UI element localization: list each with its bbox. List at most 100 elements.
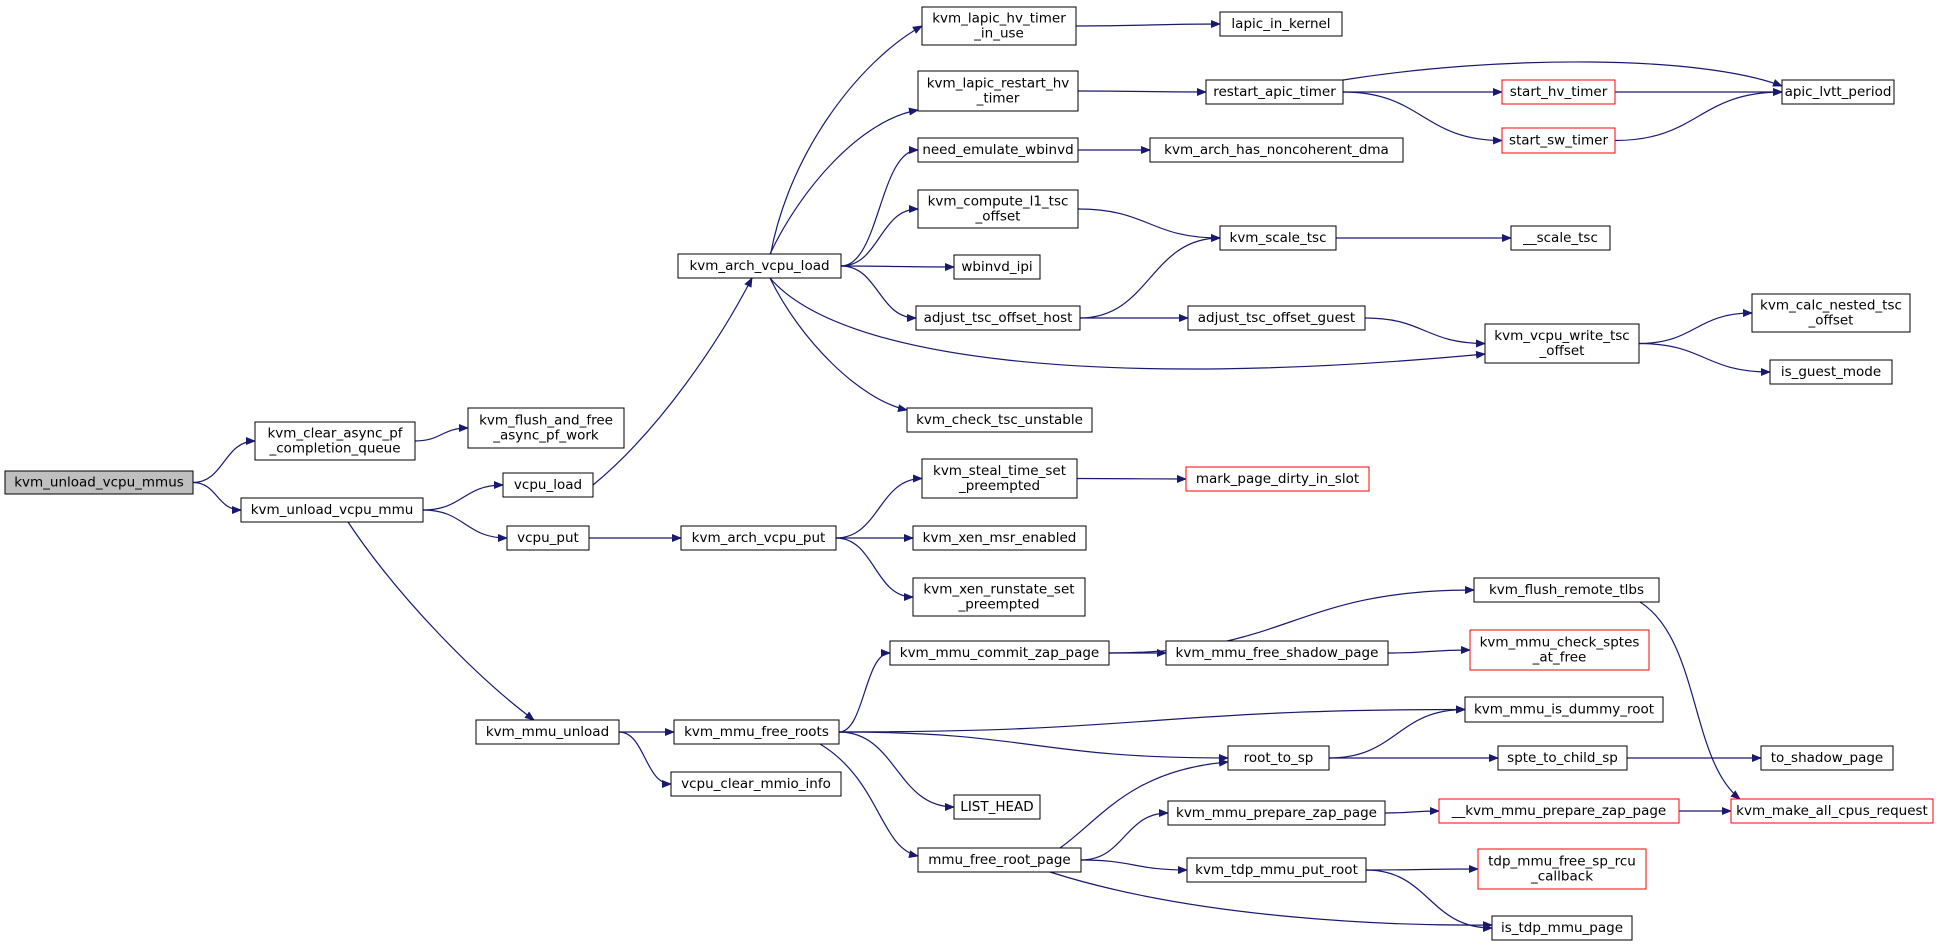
node-box [1510,225,1611,251]
call-edge [1077,87,1207,96]
graph-node[interactable]: mark_page_dirty_in_slot [1185,466,1370,492]
graph-node[interactable]: vcpu_clear_mmio_info [670,771,842,797]
graph-node[interactable]: wbinvd_ipi [953,254,1041,280]
graph-node[interactable]: kvm_mmu_prepare_zap_page [1167,800,1386,826]
graph-node[interactable]: root_to_sp [1227,745,1330,771]
graph-node[interactable]: kvm_tdp_mmu_put_root [1186,857,1367,883]
graph-node[interactable]: kvm_unload_vcpu_mmu [240,497,424,523]
graph-node[interactable]: kvm_flush_remote_tlbs [1473,577,1660,603]
node-box [1730,798,1934,824]
call-edge [1342,61,1783,87]
node-label: need_emulate_wbinvd [922,142,1073,158]
graph-node[interactable]: kvm_arch_vcpu_put [680,525,837,551]
call-edge [769,107,919,255]
graph-node[interactable]: tdp_mmu_free_sp_rcu_callback [1477,848,1647,890]
node-box [917,847,1082,873]
graph-node[interactable]: kvm_arch_has_noncoherent_dma [1149,137,1404,163]
graph-node[interactable]: kvm_check_tsc_unstable [906,407,1093,433]
graph-node[interactable]: __scale_tsc [1510,225,1611,251]
graph-node[interactable]: restart_apic_timer [1205,79,1344,105]
graph-node[interactable]: kvm_lapic_restart_hv_timer [917,70,1079,112]
graph-node[interactable]: kvm_clear_async_pf_completion_queue [254,421,416,461]
graph-node[interactable]: kvm_xen_runstate_set_preempted [912,577,1086,617]
call-edge [1342,91,1503,145]
node-label: _timer [976,91,1020,107]
node-label: root_to_sp [1244,750,1314,766]
call-edge [840,146,919,267]
node-label: kvm_mmu_prepare_zap_page [1176,805,1377,821]
node-box [254,421,416,461]
graph-node[interactable]: kvm_mmu_free_shadow_page [1165,640,1389,666]
graph-node[interactable]: kvm_calc_nested_tsc_offset [1751,293,1911,333]
graph-node[interactable]: kvm_unload_vcpu_mmus [4,470,194,495]
call-edge [835,474,923,539]
graph-node[interactable]: kvm_vcpu_write_tsc_offset [1484,323,1640,364]
node-box [1769,359,1893,385]
node-box [1760,745,1894,771]
graph-node[interactable]: kvm_mmu_is_dummy_root [1464,696,1664,723]
graph-node[interactable]: kvm_scale_tsc [1219,225,1337,251]
node-label: lapic_in_kernel [1231,16,1330,32]
graph-node[interactable]: vcpu_put [506,525,590,551]
node-box [670,771,842,797]
node-label: mmu_free_root_page [928,852,1071,868]
graph-node[interactable]: start_hv_timer [1501,79,1616,105]
node-box [1167,800,1386,826]
graph-node[interactable]: __kvm_mmu_prepare_zap_page [1438,798,1680,824]
graph-node[interactable]: vcpu_load [502,472,594,498]
graph-node[interactable]: kvm_mmu_check_sptes_at_free [1469,629,1650,671]
graph-node[interactable]: kvm_arch_vcpu_load [677,253,842,279]
graph-node[interactable]: apic_lvtt_period [1781,79,1895,105]
graph-node[interactable]: kvm_make_all_cpus_request [1730,798,1934,824]
node-box [1464,696,1664,723]
graph-node[interactable]: LIST_HEAD [953,794,1041,820]
node-label: kvm_compute_l1_tsc [928,194,1069,210]
node-label: adjust_tsc_offset_guest [1198,310,1355,326]
graph-node[interactable]: kvm_steal_time_set_preempted [921,458,1078,499]
node-box [917,70,1079,112]
node-box [475,719,620,745]
graph-node[interactable]: mmu_free_root_page [917,847,1082,873]
graph-node[interactable]: to_shadow_page [1760,745,1894,771]
call-edge [1076,474,1187,483]
node-box [912,525,1087,551]
graph-node[interactable]: start_sw_timer [1501,127,1616,154]
graph-node[interactable]: adjust_tsc_offset_host [915,305,1081,331]
node-label: kvm_clear_async_pf [267,426,403,442]
node-box [915,305,1081,331]
node-label: kvm_xen_msr_enabled [923,530,1077,546]
node-box [1477,848,1647,890]
graph-node[interactable]: is_guest_mode [1769,359,1893,385]
call-edge [1387,646,1471,655]
call-edge [592,277,753,486]
node-label: kvm_mmu_check_sptes [1480,635,1640,651]
node-box [953,254,1041,280]
graph-node[interactable]: kvm_lapic_hv_timer_in_use [921,6,1077,46]
node-label: kvm_vcpu_write_tsc [1494,328,1629,344]
node-label: vcpu_clear_mmio_info [681,776,831,792]
graph-node[interactable]: kvm_mmu_commit_zap_page [889,640,1110,666]
call-edge [414,424,469,442]
graph-node[interactable]: adjust_tsc_offset_guest [1187,305,1366,331]
node-label: spte_to_child_sp [1507,750,1618,766]
node-label: kvm_lapic_hv_timer [932,11,1066,27]
graph-node[interactable]: kvm_mmu_unload [475,719,620,745]
graph-node[interactable]: kvm_xen_msr_enabled [912,525,1087,551]
graph-node[interactable]: is_tdp_mmu_page [1491,915,1633,941]
graph-node[interactable]: kvm_flush_and_free_async_pf_work [467,407,625,449]
graph-node[interactable]: need_emulate_wbinvd [917,137,1079,163]
graph-node[interactable]: spte_to_child_sp [1497,745,1628,771]
graph-node[interactable]: kvm_mmu_free_roots [673,719,840,745]
graph-node[interactable]: lapic_in_kernel [1219,11,1343,37]
node-box [673,719,840,745]
node-box [1219,11,1343,37]
call-edge [838,649,891,733]
call-edge [618,731,672,788]
call-edge [1080,809,1169,861]
node-label: kvm_lapic_restart_hv [927,76,1070,92]
graph-node[interactable]: kvm_compute_l1_tsc_offset [917,189,1079,229]
node-box [1501,127,1616,154]
node-box [677,253,842,279]
node-label: _offset [1808,313,1854,329]
